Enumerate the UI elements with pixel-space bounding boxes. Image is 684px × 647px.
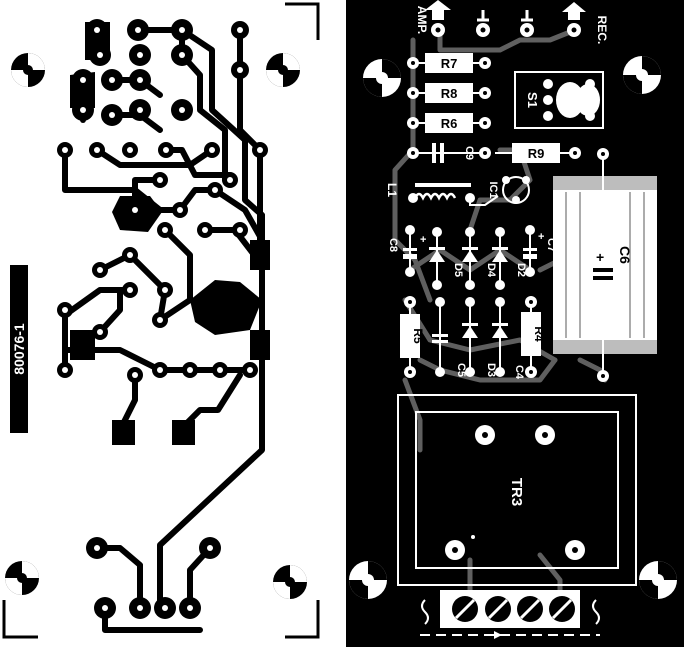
amp-connector: AMP. xyxy=(415,0,451,37)
rec-label: REC. xyxy=(595,16,609,45)
resistor-r7: R7 xyxy=(407,53,491,73)
r6-label: R6 xyxy=(441,116,458,131)
regulator-ic1: IC1 xyxy=(469,176,530,206)
c9-label: C9 xyxy=(463,146,475,160)
d4-label: D4 xyxy=(485,263,497,278)
mounting-hole xyxy=(363,59,401,97)
resistor-r8: R8 xyxy=(407,83,491,103)
mounting-hole xyxy=(639,561,677,599)
switch-s1: S1 xyxy=(514,71,604,129)
c7-polarity: + xyxy=(538,231,544,243)
mounting-hole xyxy=(266,53,300,87)
inductor-l1: L1 xyxy=(385,183,475,203)
mounting-hole xyxy=(273,565,307,599)
r9-label: R9 xyxy=(528,146,545,161)
ic1-label: IC1 xyxy=(487,181,499,198)
amp-label: AMP. xyxy=(415,6,429,34)
mounting-hole xyxy=(11,53,45,87)
ground-connector xyxy=(520,10,534,37)
terminal-block xyxy=(420,590,600,639)
rec-connector: REC. xyxy=(562,2,609,44)
resistor-r5: R5 xyxy=(400,296,425,378)
r7-label: R7 xyxy=(441,56,458,71)
diode-d4: D4 xyxy=(462,227,497,290)
capacitor-c6: + C6 xyxy=(553,148,657,382)
corner-marks xyxy=(2,2,320,639)
mounting-hole xyxy=(5,561,39,595)
ground-connector xyxy=(476,10,490,37)
c4-label: C4 xyxy=(513,365,525,380)
diode-d2: D2 xyxy=(492,227,527,290)
r4-label: R4 xyxy=(532,326,546,342)
board-code-label: 80076-1 xyxy=(10,265,28,433)
capacitor-c5: C5 xyxy=(432,297,467,377)
c8-polarity: + xyxy=(420,234,426,246)
d3-label: D3 xyxy=(485,363,497,377)
diode-d1 xyxy=(492,297,508,377)
transformer-tr3: TR3 xyxy=(397,394,637,586)
diode-d3: D3 xyxy=(462,297,497,377)
copper-pads xyxy=(57,19,268,619)
component-side: AMP. REC. R7 R8 xyxy=(346,0,684,647)
capacitor-c8: C8 + xyxy=(387,225,426,277)
c6-label: C6 xyxy=(617,246,633,264)
tr3-label: TR3 xyxy=(508,478,525,506)
resistor-r9: R9 xyxy=(495,143,581,163)
mounting-hole xyxy=(349,561,387,599)
capacitor-c9: C9 xyxy=(407,143,491,163)
diode-d5: D5 xyxy=(429,227,464,290)
board-code-text: 80076-1 xyxy=(11,323,27,375)
c5-label: C5 xyxy=(455,363,467,377)
resistor-r4: R4 xyxy=(521,296,546,378)
r5-label: R5 xyxy=(411,328,425,344)
r8-label: R8 xyxy=(441,86,458,101)
capacitor-c4: C4 xyxy=(513,365,525,380)
d2-label: D2 xyxy=(515,263,527,277)
d5-label: D5 xyxy=(452,263,464,277)
c8-label: C8 xyxy=(387,238,399,252)
l1-label: L1 xyxy=(385,183,399,197)
c6-polarity: + xyxy=(596,249,604,265)
s1-label: S1 xyxy=(525,92,540,108)
mounting-hole xyxy=(623,56,661,94)
capacitor-c7: C7 + xyxy=(523,225,557,277)
copper-side: 80076-1 xyxy=(2,2,320,639)
resistor-r6: R6 xyxy=(407,113,491,133)
c7-label: C7 xyxy=(545,238,557,252)
